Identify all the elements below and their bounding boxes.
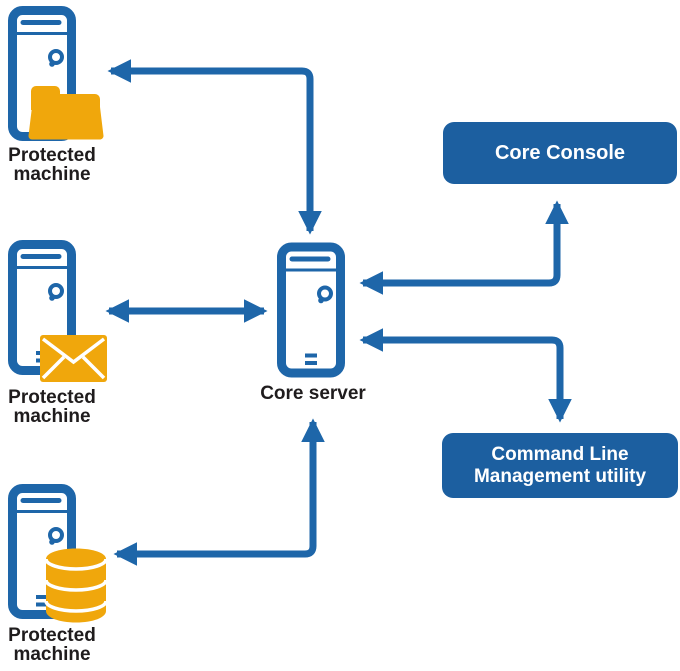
database-icon xyxy=(44,548,108,623)
arrow-core-console xyxy=(359,200,569,295)
core-console-label: Core Console xyxy=(494,141,626,164)
arrow-core-cli xyxy=(359,328,572,423)
computer-tower-icon xyxy=(277,242,345,378)
command-line-management-utility-label: Command Line Management utility xyxy=(473,443,647,487)
folder-icon xyxy=(28,86,104,140)
protected-machine-2-label: Protected machine xyxy=(8,387,96,427)
core-server-label: Core server xyxy=(260,383,366,404)
arrow-pm3-core xyxy=(113,418,325,566)
mail-icon xyxy=(40,335,107,382)
core-server xyxy=(277,242,345,378)
core-console-box: Core Console xyxy=(443,122,677,184)
arrow-pm1-core xyxy=(107,59,322,235)
protected-machine-1-label: Protected machine xyxy=(8,145,96,185)
command-line-management-utility-box: Command Line Management utility xyxy=(442,433,678,498)
protected-machine-3-label: Protected machine xyxy=(8,625,96,665)
